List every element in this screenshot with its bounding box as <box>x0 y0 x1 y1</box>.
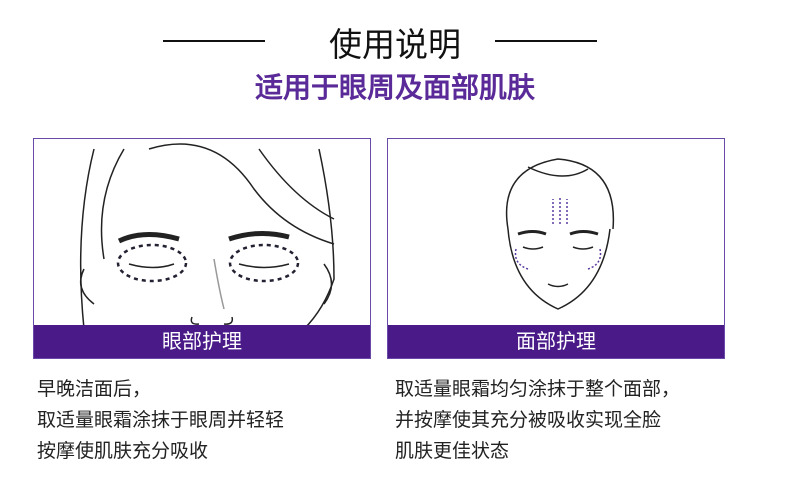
eye-face-illustration <box>79 143 335 330</box>
eye-care-label: 眼部护理 <box>34 325 370 358</box>
face-care-description: 取适量眼霜均匀涂抹于整个面部， 并按摩使其充分被吸收实现全脸 肌肤更佳状态 <box>395 374 680 467</box>
eye-care-description: 早晚洁面后， 取适量眼霜涂抹于眼周并轻轻 按摩使肌肤充分吸收 <box>37 374 284 467</box>
title-rule-left <box>163 40 265 42</box>
description-line: 肌肤更佳状态 <box>395 440 510 462</box>
description-line: 并按摩使其充分被吸收实现全脸 <box>395 409 662 431</box>
page-title: 使用说明 <box>329 25 461 64</box>
description-line: 按摩使肌肤充分吸收 <box>37 440 209 462</box>
title-rule-right <box>495 40 597 42</box>
page-subtitle: 适用于眼周及面部肌肤 <box>254 71 535 104</box>
description-line: 取适量眼霜均匀涂抹于整个面部， <box>395 378 681 400</box>
face-care-panel: 面部护理 <box>387 138 725 359</box>
face-massage-illustration <box>505 158 615 310</box>
eye-care-panel: 眼部护理 <box>33 138 371 359</box>
description-line: 取适量眼霜涂抹于眼周并轻轻 <box>37 409 285 431</box>
description-line: 早晚洁面后， <box>37 378 152 400</box>
face-care-label: 面部护理 <box>388 325 724 358</box>
